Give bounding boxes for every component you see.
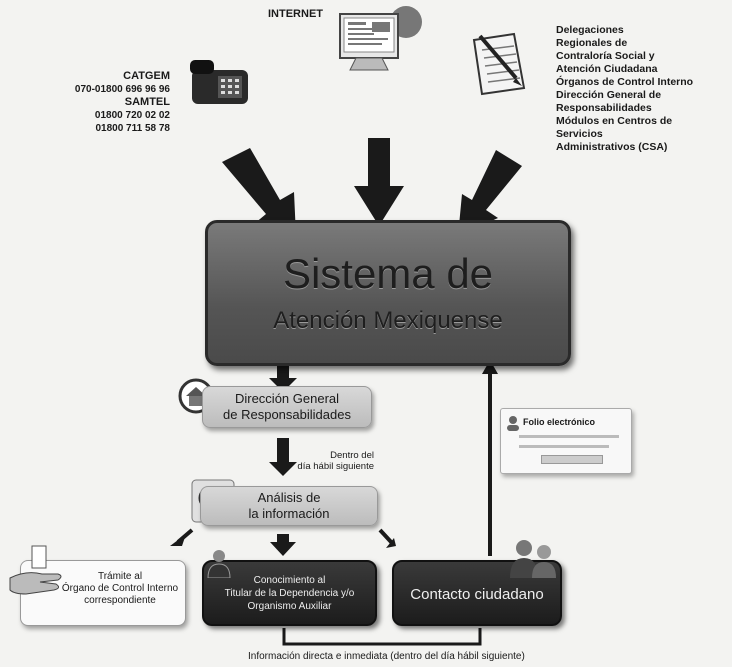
conocimiento-box: Conocimiento al Titular de la Dependenci… (202, 560, 377, 626)
notepad-icon (472, 32, 526, 96)
deadline-line-1: Dentro del (330, 450, 374, 461)
telephone-icon (190, 60, 248, 104)
office-line: Módulos en Centros de (556, 115, 673, 127)
analisis-line-1: Análisis de (257, 490, 321, 505)
tramite-box: Trámite al Órgano de Control Interno cor… (20, 560, 186, 626)
office-line: Atención Ciudadana (556, 63, 658, 75)
conocimiento-line-3: Organismo Auxiliar (247, 601, 332, 612)
office-line: Servicios (556, 128, 603, 140)
office-line: Contraloría Social y (556, 50, 655, 62)
direccion-line-2: de Responsabilidades (223, 407, 351, 422)
samtel-number-1: 01800 720 02 02 (94, 110, 170, 121)
analisis-line-2: la información (248, 506, 330, 521)
office-line: Órganos de Control Interno (556, 76, 694, 88)
conocimiento-line-2: Titular de la Dependencia y/o (224, 588, 355, 599)
samtel-label: SAMTEL (124, 96, 170, 108)
office-line: Responsabilidades (556, 102, 652, 114)
analisis-box: Análisis de la información (200, 486, 378, 526)
inflow-arrow-left (222, 148, 296, 236)
internet-label: INTERNET (268, 8, 323, 20)
catgem-number: 070-01800 696 96 96 (74, 84, 170, 95)
computer-icon (339, 6, 422, 71)
arrow-down-1 (269, 362, 297, 392)
tramite-line-2: Órgano de Control Interno (61, 583, 179, 594)
direccion-line-1: Dirección General (234, 391, 340, 406)
user-icon (507, 416, 519, 431)
office-line: Regionales de (556, 37, 628, 49)
offices-list: Delegaciones Regionales de Contraloría S… (556, 24, 731, 154)
office-line: Delegaciones (556, 24, 624, 36)
office-line: Administrativos (CSA) (556, 141, 668, 153)
footer-note: Información directa e inmediata (dentro … (248, 651, 525, 662)
bottom-bracket (282, 628, 482, 646)
direccion-general-box: Dirección General de Responsabilidades (202, 386, 372, 428)
official-person-icon (207, 550, 231, 578)
folio-title: Folio electrónico (523, 417, 596, 427)
citizens-icon (510, 540, 556, 578)
conocimiento-line-1: Conocimiento al (253, 575, 326, 586)
folio-line (519, 435, 619, 438)
tramite-line-3: correspondiente (84, 595, 156, 606)
samtel-number-2: 01800 711 58 78 (95, 123, 170, 134)
folio-button (541, 455, 603, 464)
contacto-box: Contacto ciudadano (392, 560, 562, 626)
inflow-arrow-center (354, 138, 404, 226)
inflow-arrow-right (458, 150, 522, 236)
main-system-box: Sistema de Atención Mexiquense (205, 220, 571, 366)
main-system-title: Sistema de (282, 250, 494, 297)
phone-contacts: CATGEM 070-01800 696 96 96 SAMTEL 01800 … (20, 70, 170, 135)
catgem-label: CATGEM (123, 70, 170, 82)
contacto-label: Contacto ciudadano (410, 586, 544, 603)
main-system-subtitle: Atención Mexiquense (273, 307, 503, 334)
hand-document-icon (9, 545, 62, 595)
folio-line (519, 445, 609, 448)
arrow-down-2 (269, 438, 297, 476)
tramite-line-1: Trámite al (97, 571, 143, 582)
folio-card: Folio electrónico (500, 408, 632, 474)
office-line: Dirección General de (556, 89, 662, 101)
arrow-to-conocimiento (270, 534, 296, 556)
deadline-line-2: día hábil siguiente (297, 461, 374, 472)
deadline-note: Dentro del día hábil siguiente (292, 450, 374, 472)
return-arrow-head (482, 360, 498, 374)
